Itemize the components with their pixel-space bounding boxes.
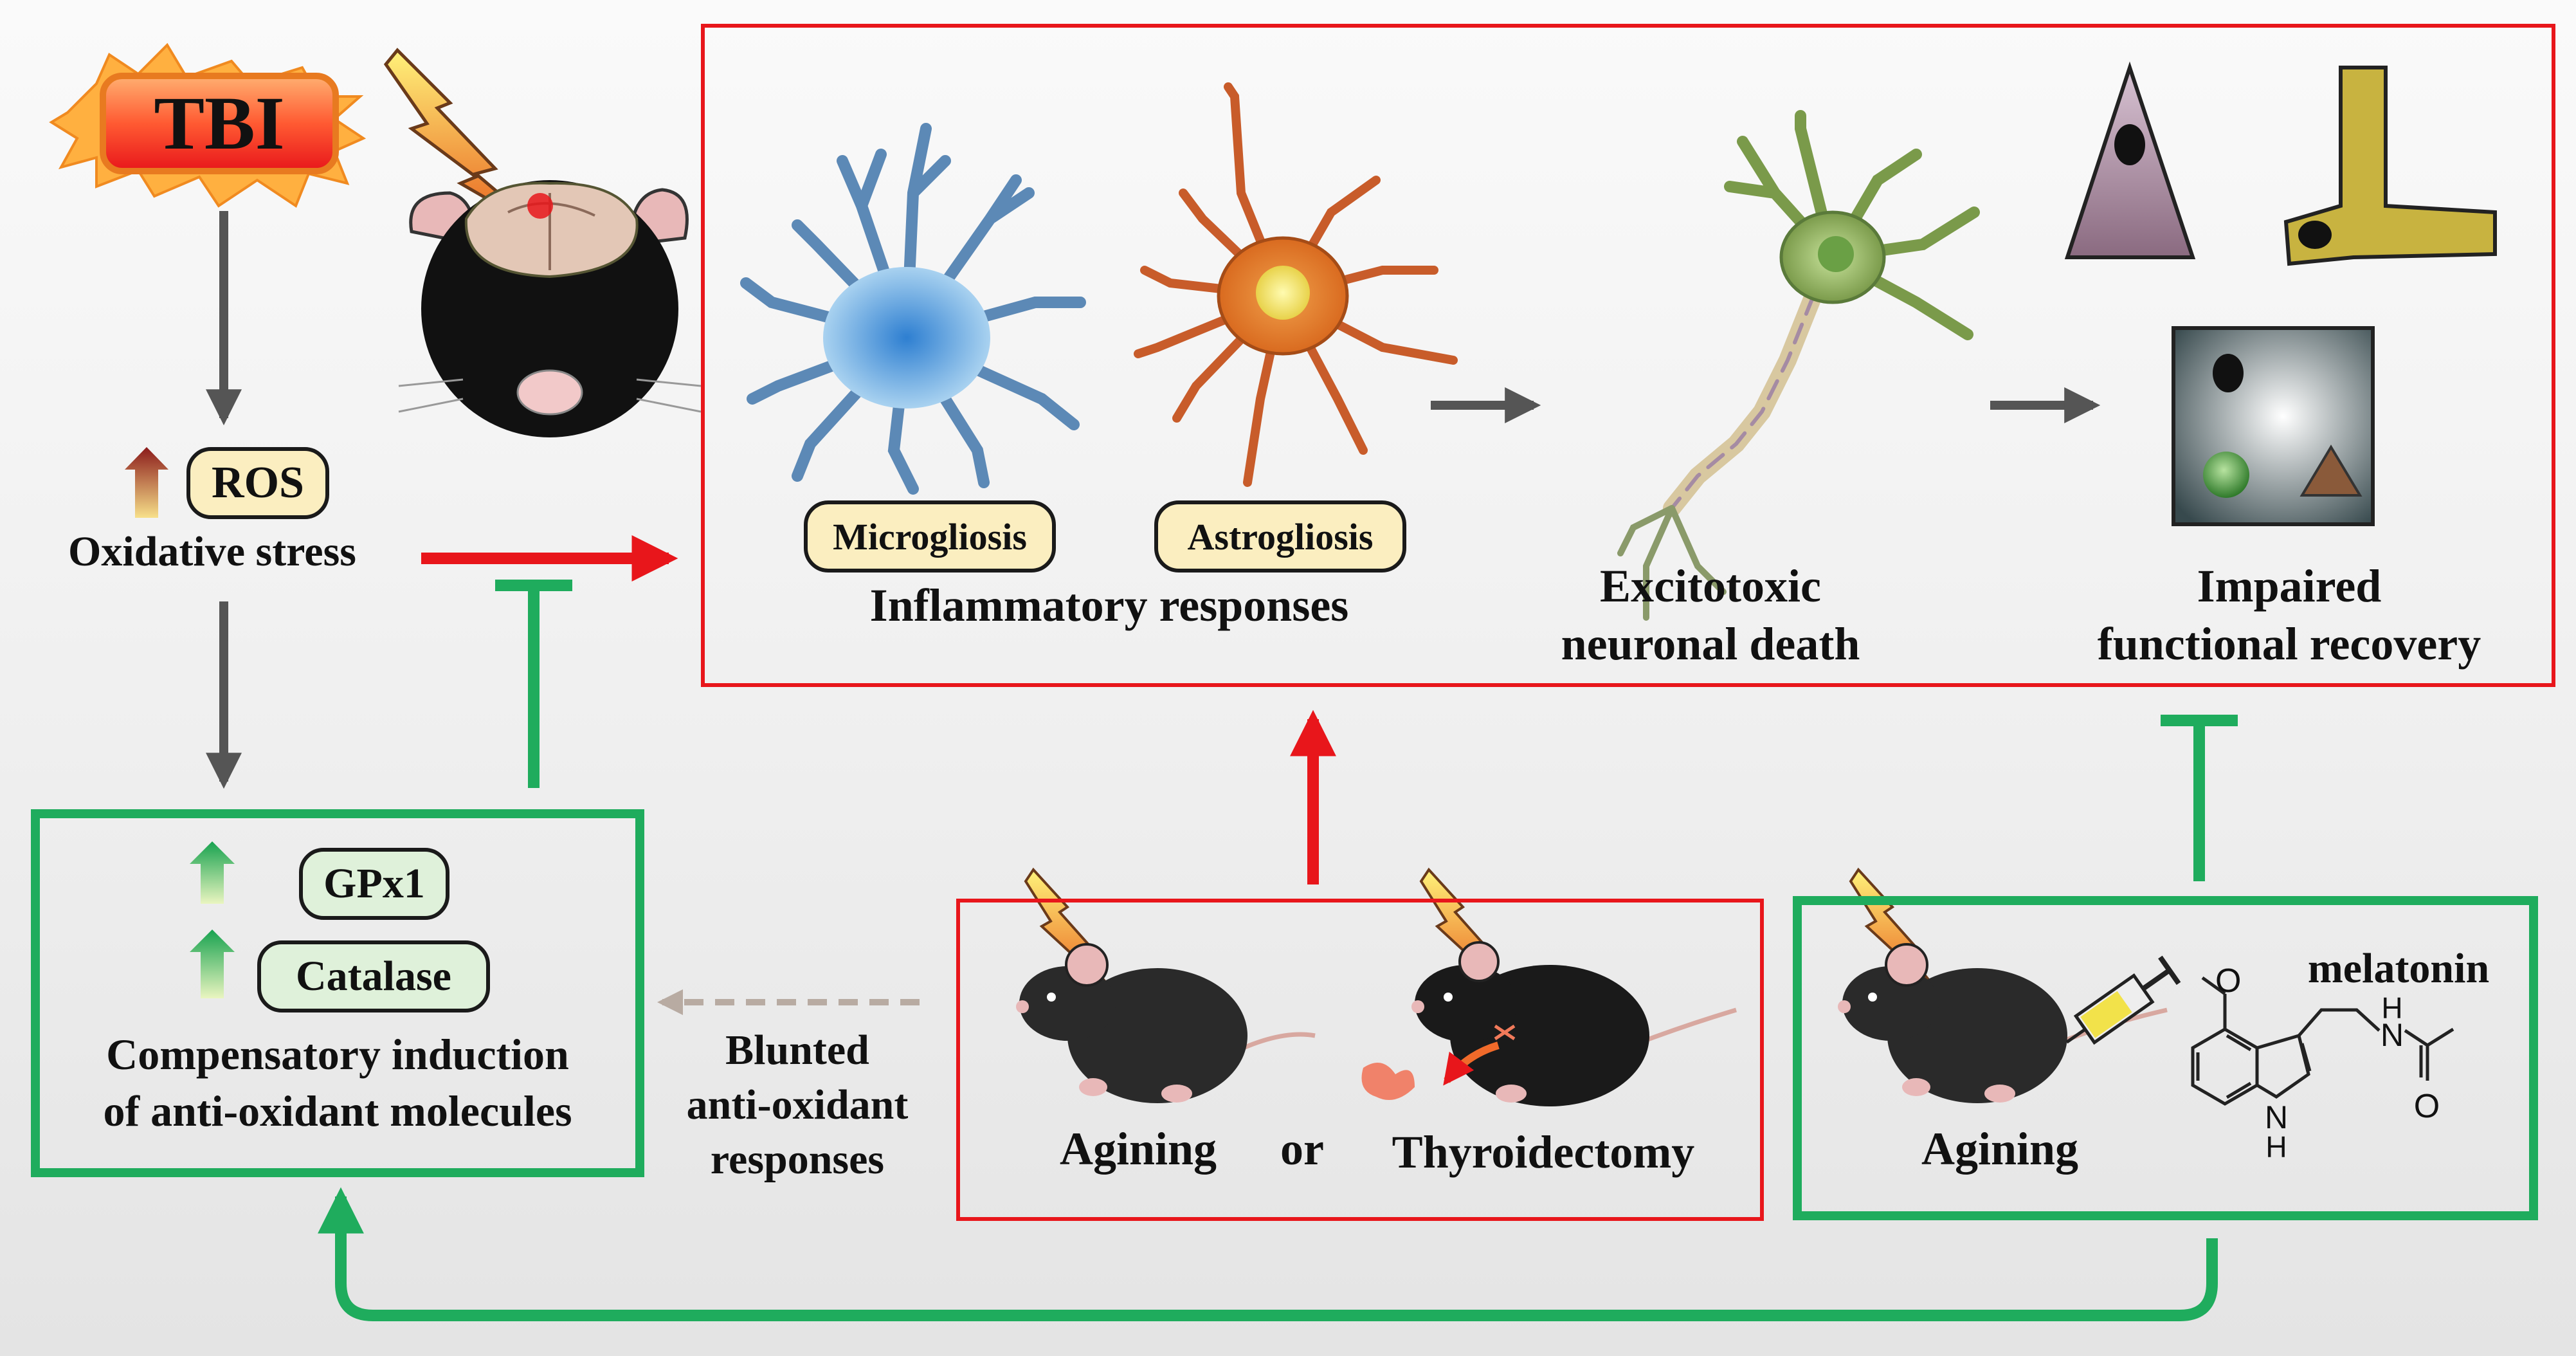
neuron-icon: [1617, 110, 1980, 621]
atom-nh-amide-h: H: [2381, 991, 2403, 1025]
left-panel: [31, 809, 644, 1177]
treated-mouse-icon: [1838, 943, 2168, 1103]
excitotoxic-label-line1: Excitotoxic: [1600, 560, 1821, 612]
middle-or-label: or: [1280, 1123, 1324, 1175]
tbi-label: TBI: [154, 81, 285, 165]
melatonin-molecule: [2191, 976, 2454, 1106]
oxidative-stress-label: Oxidative stress: [68, 528, 356, 575]
tbi-starburst: [49, 42, 367, 208]
blunted-label-line2: anti-oxidant: [686, 1081, 909, 1128]
inflammatory-responses-label: Inflammatory responses: [869, 580, 1349, 631]
right-aging-label: Agining: [1921, 1123, 2079, 1175]
compensatory-label-line2: of anti-oxidant molecules: [103, 1086, 572, 1135]
thyroidectomy-mouse-icon: [1361, 941, 1737, 1106]
catalase-up-arrow-icon: [190, 930, 235, 998]
thyroidectomy-label: Thyroidectomy: [1392, 1126, 1695, 1178]
astrogliosis-badge: Astrogliosis: [1154, 500, 1406, 573]
atom-h-indole: H: [2265, 1130, 2287, 1164]
microgliosis-badge: Microgliosis: [804, 500, 1056, 573]
gpx1-up-arrow-icon: [190, 841, 235, 904]
ros-up-arrow-icon: [125, 447, 168, 518]
compensatory-label-line1: Compensatory induction: [106, 1030, 569, 1079]
top-panel: [701, 24, 2555, 687]
excitotoxic-label-line2: neuronal death: [1561, 618, 1860, 670]
open-field-icon: [2172, 326, 2375, 526]
mouse-head-icon: [398, 180, 702, 437]
gpx1-badge: GPx1: [299, 848, 449, 920]
y-maze-icon: [2283, 66, 2497, 266]
atom-o-carbonyl: O: [2413, 1088, 2440, 1125]
aged-mouse-icon: [1016, 943, 1316, 1103]
blunted-label-line3: responses: [710, 1136, 885, 1183]
catalase-badge: Catalase: [257, 940, 490, 1012]
atom-n-indole: N: [2264, 1099, 2289, 1135]
atom-o-methoxy: O: [2215, 962, 2242, 1000]
impaired-label-line2: functional recovery: [2097, 618, 2481, 670]
middle-aging-label: Agining: [1059, 1123, 1217, 1175]
ros-badge: ROS: [186, 447, 329, 519]
impaired-label-line1: Impaired: [2197, 560, 2382, 612]
blunted-label-line1: Blunted: [725, 1027, 869, 1074]
melatonin-label: melatonin: [2307, 945, 2490, 992]
syringe-icon: [2065, 955, 2181, 1045]
triangle-maze-icon: [2064, 61, 2196, 259]
atom-nh-amide-n: N: [2380, 1017, 2404, 1053]
